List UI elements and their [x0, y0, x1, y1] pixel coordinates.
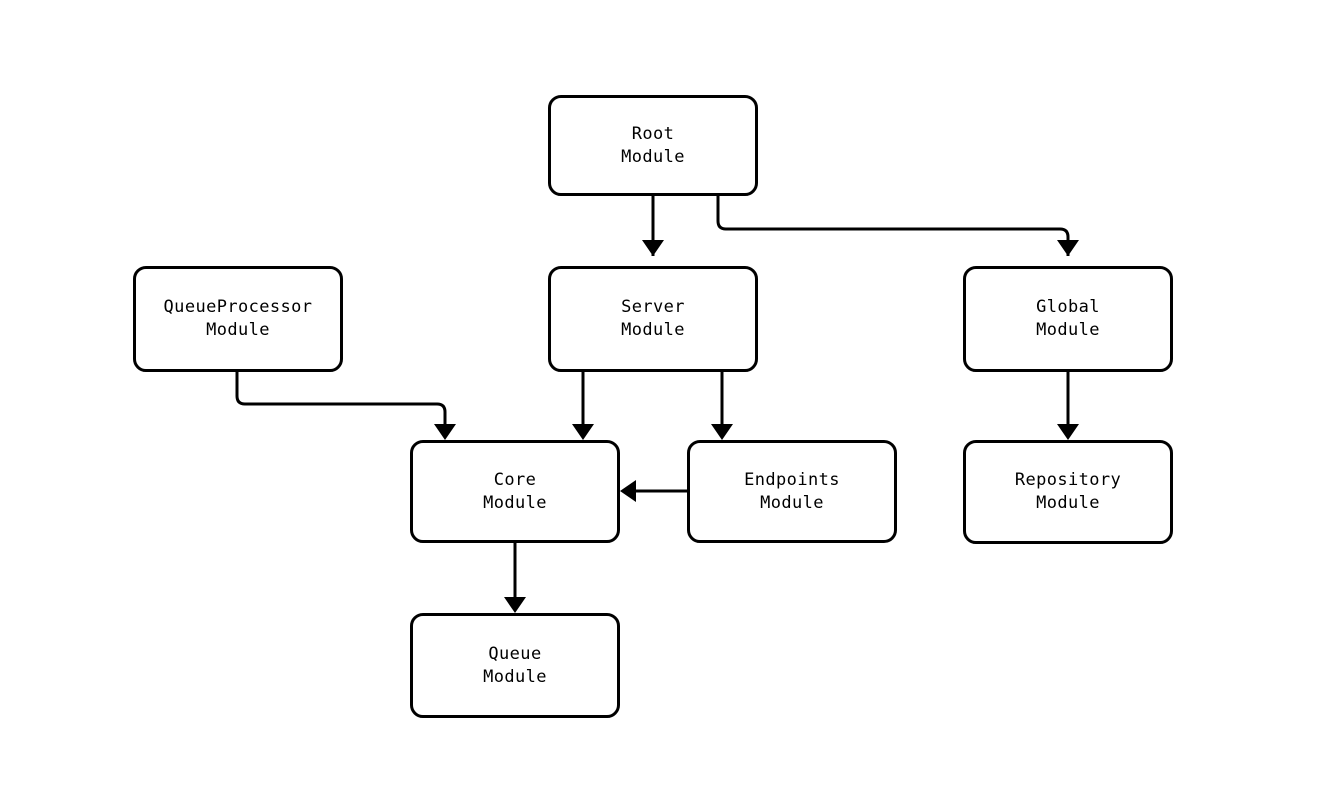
node-root-name: Root — [631, 123, 675, 144]
node-queueprocessor-type: Module — [206, 320, 270, 340]
node-core-type: Module — [483, 492, 547, 513]
arrow-root-to-global — [1057, 240, 1079, 256]
arrow-server-to-endpoints — [711, 424, 733, 440]
edge-queueprocessor-to-core — [235, 372, 447, 430]
node-endpoints-name: Endpoints — [744, 469, 840, 490]
node-server-type: Module — [621, 320, 685, 340]
arrow-core-to-queue — [504, 597, 526, 613]
arrow-global-to-repository — [1057, 424, 1079, 440]
node-repository-name: Repository — [1014, 470, 1122, 490]
node-endpoints-type: Module — [760, 492, 824, 513]
arrow-queueprocessor-to-core — [434, 424, 456, 440]
node-global-name: Global — [1036, 297, 1100, 317]
node-root-type: Module — [621, 146, 685, 167]
arrowhead-group — [434, 240, 1079, 613]
node-queue-type: Module — [483, 666, 547, 687]
node-global-type: Module — [1036, 320, 1100, 340]
edge-group — [235, 196, 1070, 603]
node-queue-name: Queue — [488, 643, 542, 664]
node-server-name: Server — [621, 297, 685, 317]
arrow-endpoints-to-core — [620, 480, 636, 502]
arrow-server-to-core — [572, 424, 594, 440]
edge-root-to-global — [716, 196, 1070, 256]
node-queueprocessor-name: QueueProcessor — [163, 297, 313, 317]
node-repository-type: Module — [1036, 493, 1100, 513]
arrow-root-to-server — [642, 240, 664, 256]
node-core-name: Core — [493, 469, 537, 490]
